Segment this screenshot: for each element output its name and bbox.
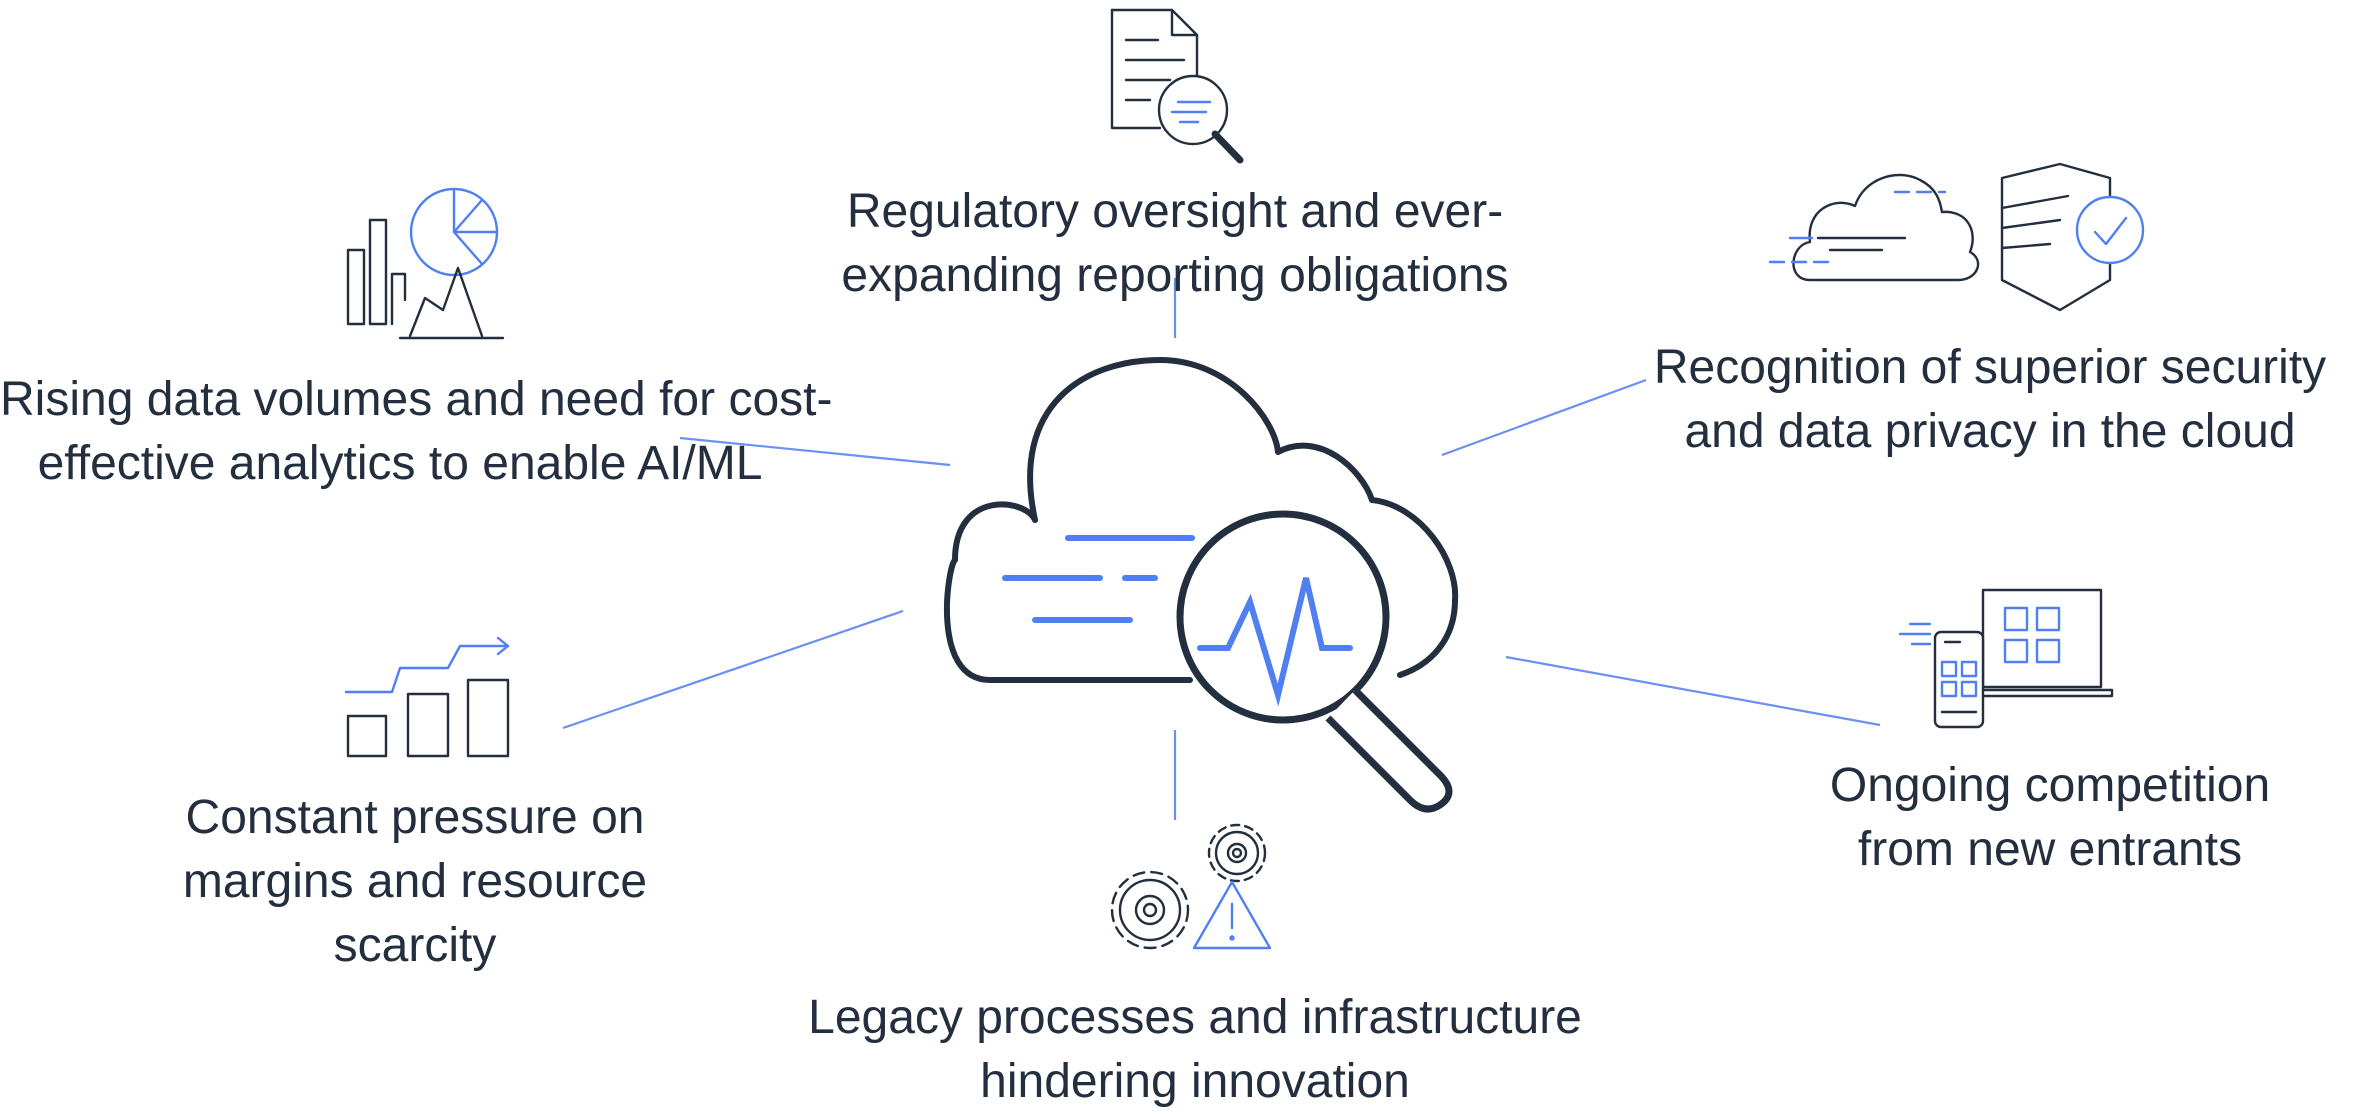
document-search-icon — [1110, 8, 1244, 164]
label-margins: Constant pressure on margins and resourc… — [182, 791, 648, 972]
label-competition: Ongoing competition from new entrants — [1829, 759, 2271, 876]
analytics-charts-icon — [346, 187, 505, 340]
label-security: Recognition of superior security and dat… — [1653, 341, 2327, 458]
connector-lines — [562, 278, 1881, 820]
gears-warning-icon — [1110, 823, 1272, 950]
devices-apps-icon — [1898, 588, 2114, 729]
label-legacy: Legacy processes and infrastructure hind… — [808, 991, 1582, 1108]
label-data-volumes: Rising data volumes and need for cost- e… — [0, 373, 833, 490]
cloud-shield-icon — [1768, 162, 2145, 312]
label-regulatory: Regulatory oversight and ever- expanding… — [841, 185, 1509, 302]
connector-margins — [562, 609, 904, 730]
connector-data-volumes — [679, 436, 951, 467]
connector-competition — [1505, 655, 1881, 727]
connector-security — [1441, 378, 1647, 457]
growth-bars-icon — [344, 636, 510, 758]
cloud-magnifier-icon — [943, 357, 1459, 813]
